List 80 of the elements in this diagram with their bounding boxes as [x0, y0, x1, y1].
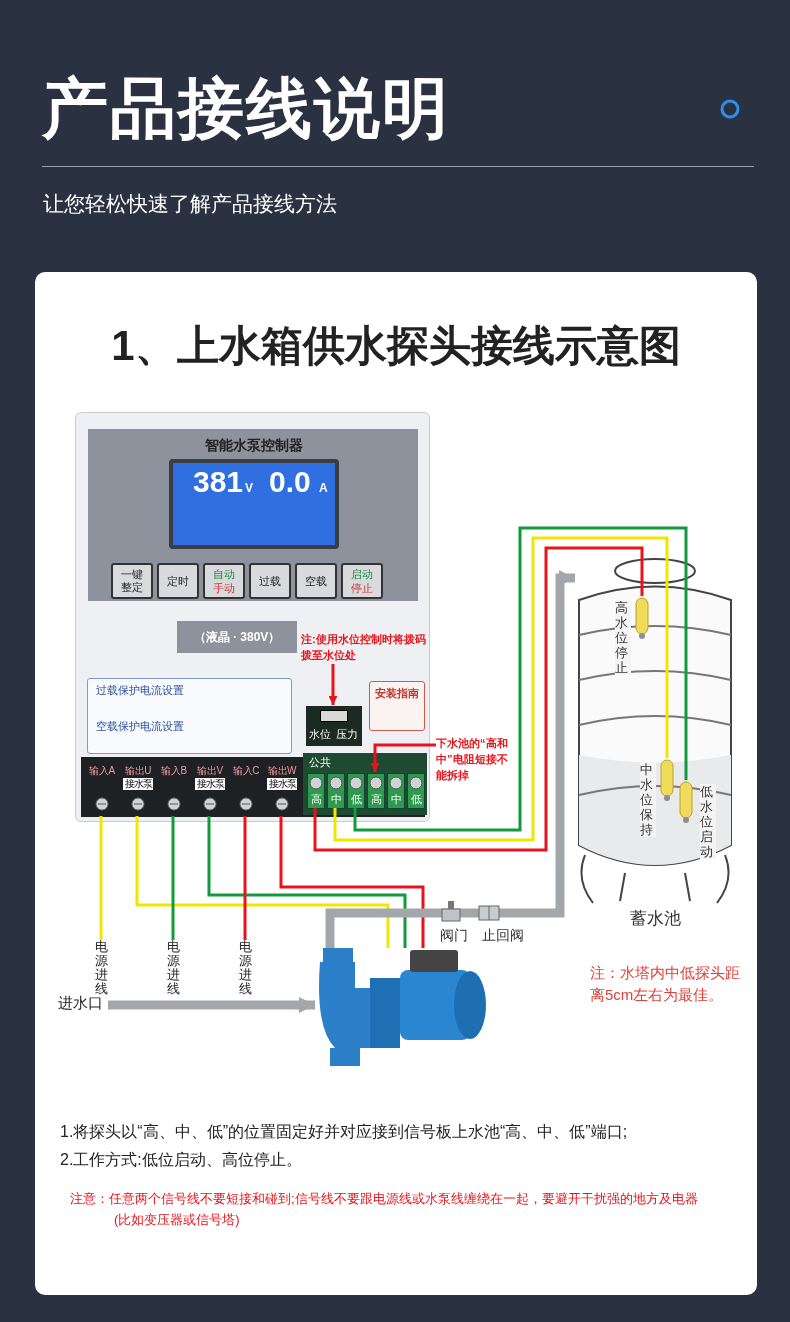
wire	[135, 816, 390, 948]
signal-terminal-block	[303, 753, 427, 815]
button-label: 启动	[351, 567, 373, 581]
instruction-text: 1.将探头以“高、中、低”的位置固定好并对应接到信号板上水池“高、中、低”端口;	[60, 1122, 629, 1142]
terminal-label: 输出U	[124, 764, 152, 778]
control-button: 定时	[157, 563, 199, 599]
controller-housing	[75, 412, 430, 822]
wire	[207, 816, 407, 948]
wire	[353, 526, 688, 832]
check-valve-label: 止回阀	[482, 927, 525, 945]
settings-heading: 空载保护电流设置	[96, 719, 184, 734]
control-button: 空载	[295, 563, 337, 599]
switch-label: 压力	[336, 727, 358, 742]
button-label: 手动	[213, 581, 235, 595]
pointer-arrow	[370, 743, 436, 772]
install-guide-card	[369, 681, 425, 731]
power-input-label: 电源进线	[93, 940, 109, 996]
page-title: 产品接线说明	[42, 70, 450, 147]
settings-table-card	[87, 678, 292, 754]
terminal-label: 低	[349, 792, 363, 807]
probe-label: 中水位保持	[640, 762, 656, 837]
tank-note: 注：水塔内中低探头距离5cm左右为最佳。	[590, 963, 740, 1005]
button-label: 停止	[351, 581, 373, 595]
pump-output-tag: 接水泵	[195, 778, 225, 790]
model-plate: （液晶 · 380V）	[177, 621, 297, 653]
wire	[99, 816, 103, 940]
pump-output-tag: 接水泵	[267, 778, 297, 790]
terminal-label: 输出V	[196, 764, 224, 778]
wire	[333, 536, 669, 842]
lcd-readout: 0.0	[269, 465, 311, 499]
wire	[313, 546, 644, 852]
terminal-label: 高	[369, 792, 383, 807]
signal-terminal	[347, 773, 365, 809]
power-input-label: 电源进线	[165, 940, 181, 996]
dip-switch	[306, 706, 362, 746]
tank-label: 蓄水池	[628, 908, 682, 930]
lcd-display	[169, 459, 339, 549]
terminal-label: 中	[329, 792, 343, 807]
panel-title: 智能水泵控制器	[203, 437, 304, 455]
pointer-arrow	[328, 664, 338, 705]
valve-label: 阀门	[440, 927, 469, 945]
control-button	[341, 563, 383, 599]
probe-label: 高水位停止	[615, 600, 631, 675]
wire	[171, 816, 175, 940]
terminal-label: 输出W	[267, 764, 298, 778]
signal-terminal	[387, 773, 405, 809]
terminal-label: 低	[409, 792, 423, 807]
terminal-label: 输入A	[88, 764, 116, 778]
signal-terminal	[307, 773, 325, 809]
control-button: 一键整定	[111, 563, 153, 599]
terminal-label: 高	[309, 792, 323, 807]
switch-label: 水位	[309, 727, 331, 742]
lcd-readout: 381	[193, 465, 244, 499]
wire	[279, 816, 425, 948]
inlet-label: 进水口	[58, 994, 108, 1016]
control-button: 过载	[249, 563, 291, 599]
signal-terminal	[327, 773, 345, 809]
probe-label: 低水位启动	[700, 784, 716, 859]
wire	[243, 816, 247, 940]
page-subtitle: 让您轻松快速了解产品接线方法	[43, 191, 338, 217]
terminal-label: 中	[389, 792, 403, 807]
signal-terminal	[367, 773, 385, 809]
signal-terminal	[407, 773, 425, 809]
settings-heading: 过载保护电流设置	[96, 683, 184, 698]
terminal-label: 输入B	[160, 764, 188, 778]
section-heading: 1、上水箱供水探头接线示意图	[110, 321, 682, 371]
instruction-text: 2.工作方式:低位启动、高位停止。	[60, 1150, 303, 1170]
button-label: 自动	[213, 567, 235, 581]
lcd-readout: V	[245, 481, 253, 495]
warning-note: 注意：任意两个信号线不要短接和碰到;信号线不要跟电源线或水泵线缠绕在一起，要避开干扰强的地方及电器(比如变压器或信号塔)	[70, 1190, 699, 1229]
annotation-note: 下水池的“高和中”电阻短接不能拆掉	[436, 735, 514, 785]
pump-output-tag: 接水泵	[123, 778, 153, 790]
guide-heading: 安装指南	[374, 686, 420, 701]
terminal-block-label: 公共	[309, 755, 331, 770]
lcd-readout: A	[319, 481, 328, 495]
terminal-label: 输入C	[232, 764, 260, 778]
control-button	[203, 563, 245, 599]
water-pipe	[108, 997, 315, 1013]
power-input-label: 电源进线	[237, 940, 253, 996]
annotation-note: 注:使用水位控制时将拨码拨至水位处	[301, 631, 429, 665]
